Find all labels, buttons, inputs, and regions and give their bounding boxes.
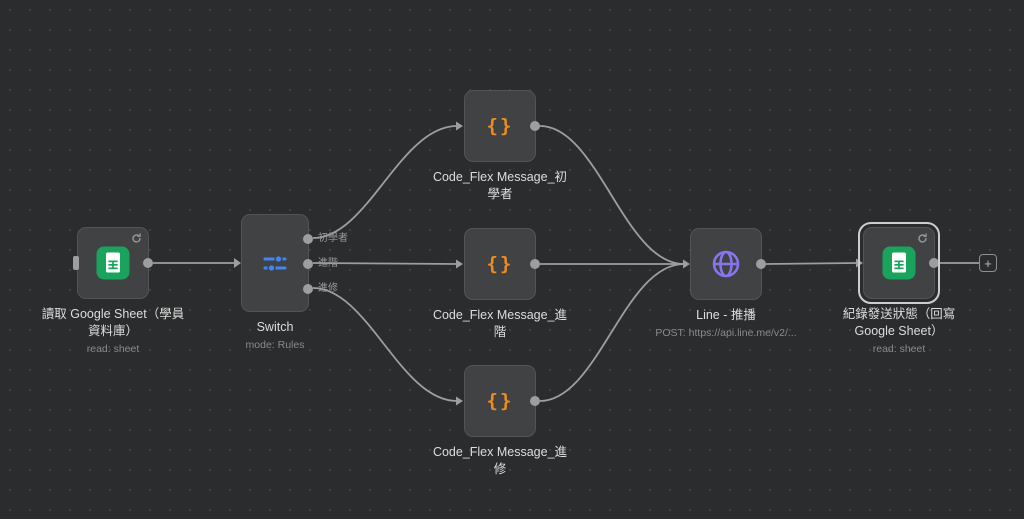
node-label: Code_Flex Message_進階 bbox=[432, 308, 568, 339]
output-port-label-beginner: 初學者 bbox=[318, 233, 348, 244]
output-port-refresher[interactable] bbox=[303, 284, 313, 294]
refresh-icon bbox=[131, 233, 142, 244]
google-sheets-icon bbox=[95, 245, 131, 281]
node-label: Code_Flex Message_初學者 bbox=[432, 170, 568, 201]
node-sublabel: POST: https://api.line.me/v2/... bbox=[655, 327, 797, 339]
node-label: 紀錄發送狀態（回寫 Google Sheet） bbox=[842, 307, 956, 338]
input-port[interactable] bbox=[73, 256, 79, 270]
node-google-sheet-read-box[interactable] bbox=[73, 227, 153, 299]
output-port[interactable] bbox=[143, 258, 153, 268]
output-port-label-advanced: 進階 bbox=[318, 258, 338, 269]
node-code-flex-refresher-box[interactable]: {} bbox=[464, 365, 540, 437]
output-port[interactable] bbox=[530, 121, 540, 131]
output-port-label-refresher: 進修 bbox=[318, 283, 338, 294]
connection-code-beginner-to-line[interactable] bbox=[539, 125, 685, 265]
node-sublabel: read: sheet bbox=[872, 343, 926, 355]
sliders-icon bbox=[259, 247, 291, 279]
connection-switch-to-code-beginner[interactable] bbox=[312, 125, 458, 239]
globe-icon bbox=[708, 246, 744, 282]
node-code-flex-beginner[interactable]: {} Code_Flex Message_初學者 bbox=[433, 90, 567, 203]
node-label: Switch bbox=[256, 320, 294, 334]
node-code-flex-advanced-box[interactable]: {} bbox=[464, 228, 540, 300]
output-port[interactable] bbox=[530, 259, 540, 269]
node-code-flex-advanced[interactable]: {} Code_Flex Message_進階 bbox=[433, 228, 567, 341]
output-port[interactable] bbox=[929, 258, 939, 268]
google-sheets-icon bbox=[881, 245, 917, 281]
output-port[interactable] bbox=[530, 396, 540, 406]
node-google-sheet-read[interactable]: 讀取 Google Sheet（學員資料庫） read: sheet bbox=[42, 227, 184, 355]
node-google-sheet-write[interactable]: 紀錄發送狀態（回寫 Google Sheet） read: sheet bbox=[843, 222, 955, 355]
node-label: Line - 推播 bbox=[696, 308, 756, 322]
connection-arrowheads bbox=[234, 121, 863, 406]
node-label: 讀取 Google Sheet（學員資料庫） bbox=[41, 307, 185, 338]
refresh-icon bbox=[917, 233, 928, 244]
connection-line-to-sheet-write[interactable] bbox=[765, 262, 858, 265]
add-node-button[interactable]: + bbox=[979, 254, 997, 272]
node-code-flex-refresher[interactable]: {} Code_Flex Message_進修 bbox=[433, 365, 567, 478]
node-label: Code_Flex Message_進修 bbox=[432, 445, 568, 476]
output-port-beginner[interactable] bbox=[303, 234, 313, 244]
node-switch-box[interactable]: 初學者 進階 進修 bbox=[241, 214, 348, 312]
node-code-flex-beginner-box[interactable]: {} bbox=[464, 90, 540, 162]
connection-switch-to-code-refresher[interactable] bbox=[312, 287, 458, 402]
node-line-push[interactable]: Line - 推播 POST: https://api.line.me/v2/.… bbox=[655, 228, 797, 339]
node-switch[interactable]: 初學者 進階 進修 Switch mode: Rules bbox=[241, 214, 348, 351]
node-line-push-box[interactable] bbox=[690, 228, 766, 300]
output-port-advanced[interactable] bbox=[303, 259, 313, 269]
output-port[interactable] bbox=[756, 259, 766, 269]
connection-code-refresher-to-line[interactable] bbox=[539, 263, 685, 402]
node-sublabel: read: sheet bbox=[86, 343, 140, 355]
node-sublabel: mode: Rules bbox=[245, 339, 305, 351]
node-google-sheet-write-box[interactable] bbox=[858, 222, 940, 304]
connection-switch-to-code-advanced[interactable] bbox=[312, 262, 458, 265]
